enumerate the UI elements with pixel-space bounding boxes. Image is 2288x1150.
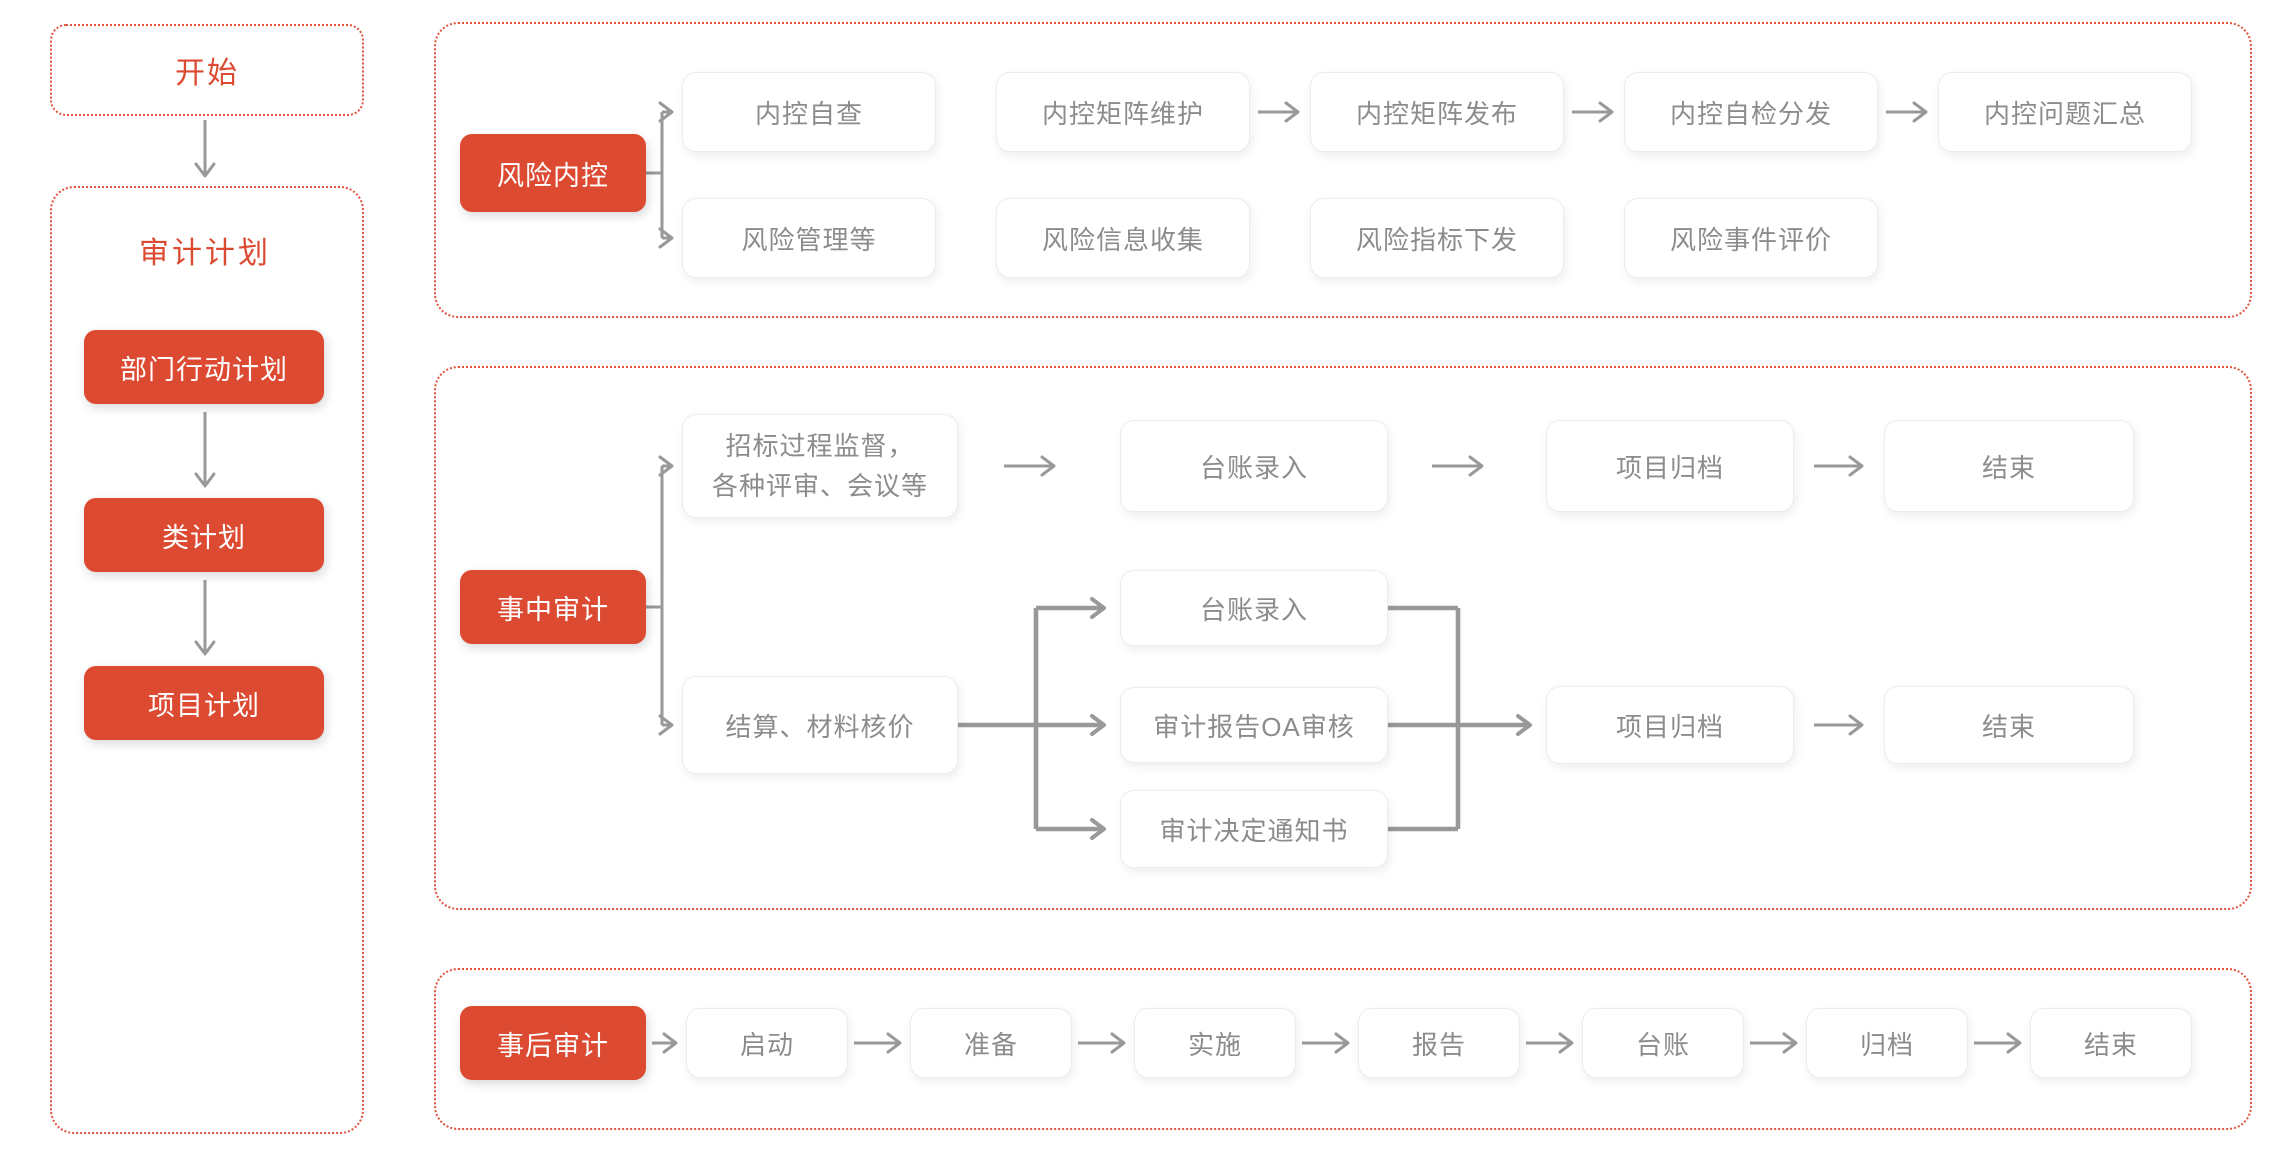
node-risk-info-collect: 风险信息收集: [996, 198, 1250, 278]
node-audit-report-oa: 审计报告OA审核: [1120, 687, 1388, 763]
bid-supervision-line1: 招标过程监督，: [725, 431, 915, 461]
node-post-archive: 归档: [1806, 1008, 1968, 1078]
node-audit-decision-notice: 审计决定通知书: [1120, 790, 1388, 868]
node-ledger-entry-mid: 台账录入: [1120, 570, 1388, 646]
node-ledger-entry-top: 台账录入: [1120, 420, 1388, 512]
node-end-mid: 结束: [1884, 686, 2134, 764]
node-risk-manage: 风险管理等: [682, 198, 936, 278]
plan-group-title: 审计计划: [139, 237, 271, 270]
node-end-top: 结束: [1884, 420, 2134, 512]
node-post-prepare: 准备: [910, 1008, 1072, 1078]
node-project-archive-top: 项目归档: [1546, 420, 1794, 512]
post-section-container: [434, 968, 2252, 1130]
node-post-root: 事后审计: [460, 1006, 646, 1080]
node-project-plan: 项目计划: [84, 666, 324, 740]
plan-group-container: [50, 186, 364, 1134]
node-ic-matrix-publish: 内控矩阵发布: [1310, 72, 1564, 152]
node-project-archive-mid: 项目归档: [1546, 686, 1794, 764]
node-ic-selfcheck: 内控自查: [682, 72, 936, 152]
node-risk-indicator-issue: 风险指标下发: [1310, 198, 1564, 278]
node-class-plan: 类计划: [84, 498, 324, 572]
start-node: 开始: [50, 24, 364, 116]
node-post-launch: 启动: [686, 1008, 848, 1078]
node-bid-supervision: 招标过程监督， 各种评审、会议等: [682, 414, 958, 518]
node-risk-root: 风险内控: [460, 134, 646, 212]
during-section-container: [434, 366, 2252, 910]
node-ic-matrix-maintain: 内控矩阵维护: [996, 72, 1250, 152]
node-post-end: 结束: [2030, 1008, 2192, 1078]
node-during-root: 事中审计: [460, 570, 646, 644]
node-dept-action-plan: 部门行动计划: [84, 330, 324, 404]
bid-supervision-line2: 各种评审、会议等: [711, 471, 928, 501]
node-risk-event-eval: 风险事件评价: [1624, 198, 1878, 278]
node-ic-issue-summary: 内控问题汇总: [1938, 72, 2192, 152]
node-ic-selfcheck-dispatch: 内控自检分发: [1624, 72, 1878, 152]
node-post-ledger: 台账: [1582, 1008, 1744, 1078]
node-post-implement: 实施: [1134, 1008, 1296, 1078]
node-settlement-pricing: 结算、材料核价: [682, 676, 958, 774]
risk-section-container: [434, 22, 2252, 318]
node-post-report: 报告: [1358, 1008, 1520, 1078]
